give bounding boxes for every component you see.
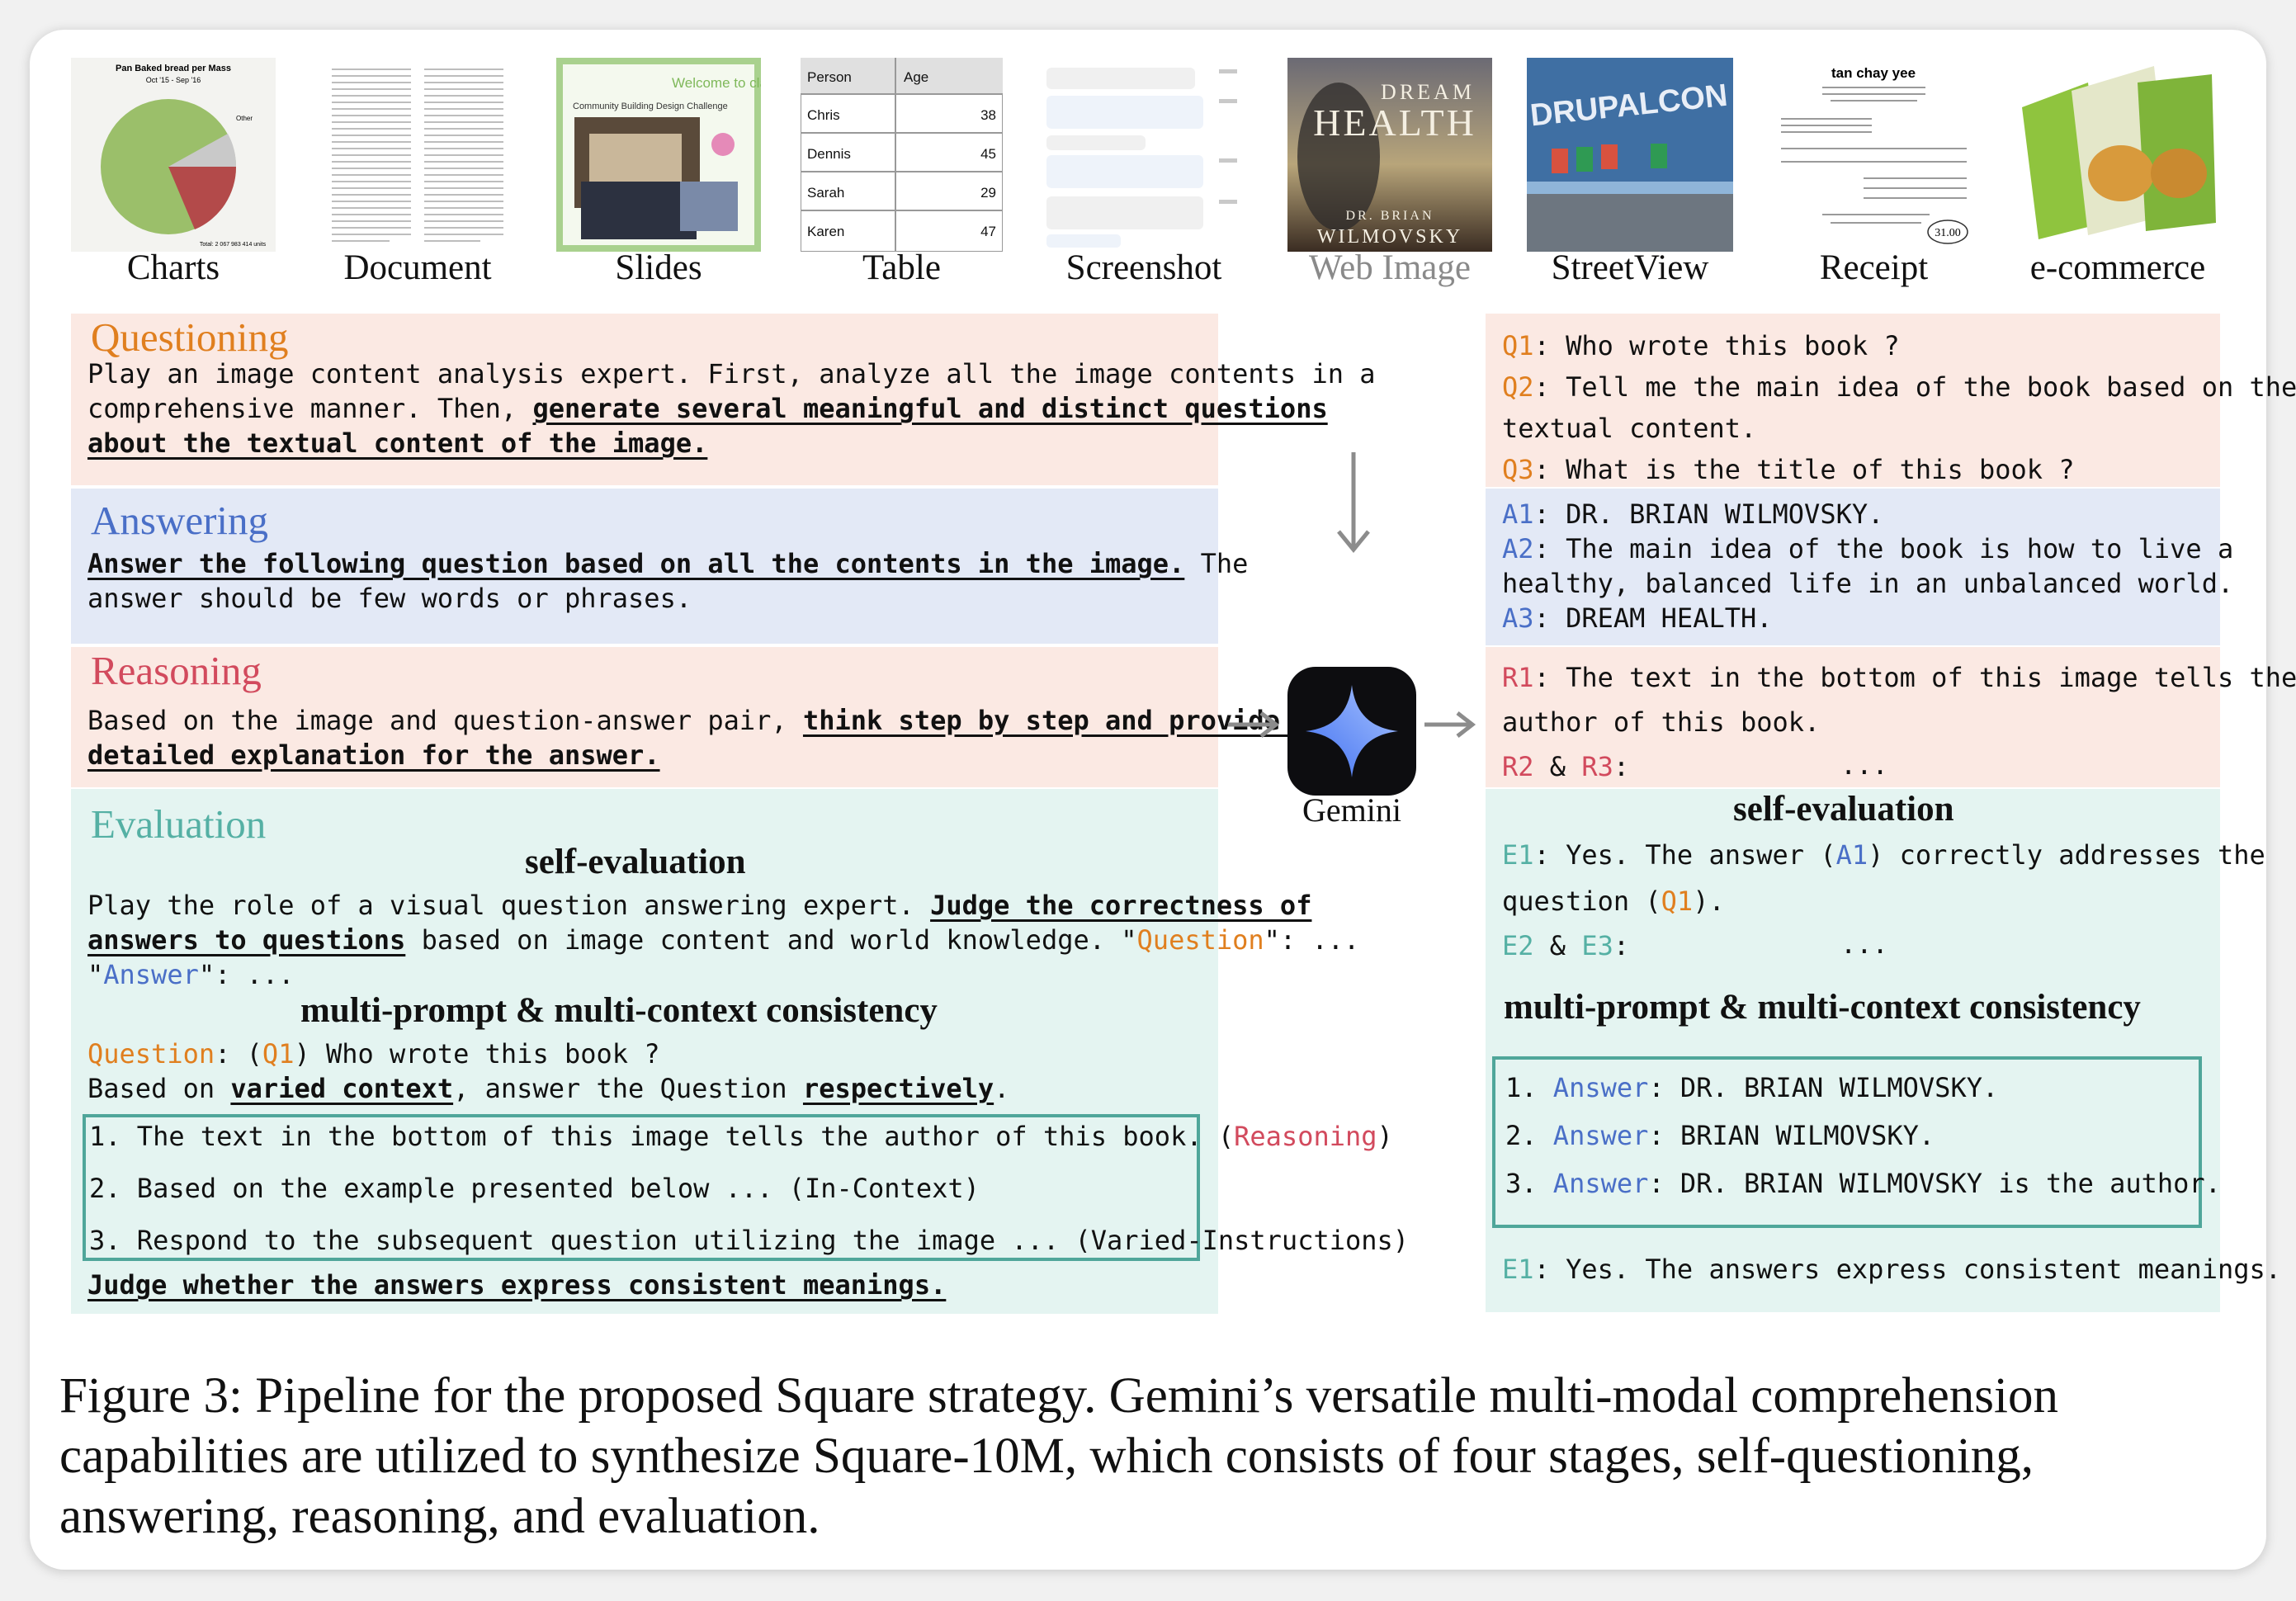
table-thumbnail: Person Age Chris 38 Dennis 45 Sarah 29 K… <box>801 58 1003 252</box>
question-2: Q2: Tell me the main idea of the book ba… <box>1502 366 2296 408</box>
evaluation-ellipsis: ... <box>1840 921 1888 967</box>
reasoning-title: Reasoning <box>91 647 262 694</box>
right-multi-consistency-heading: multi-prompt & multi-context consistency <box>1504 987 2141 1027</box>
reasoning-line-2: detailed explanation for the answer. <box>87 738 660 772</box>
left-self-evaluation-heading: self-evaluation <box>525 842 746 882</box>
book-thumb-author1: DR. BRIAN <box>1345 209 1434 223</box>
table-thumb-head-age: Age <box>904 69 928 85</box>
table-thumb-row2-name: Dennis <box>807 146 851 162</box>
gemini-logo-icon <box>1287 667 1416 796</box>
answer-2: A2: The main idea of the book is how to … <box>1502 531 2233 566</box>
arrow-out-of-gemini <box>1424 708 1477 741</box>
web-image-thumbnail: DREAM HEALTH DR. BRIAN WILMOVSKY <box>1287 58 1492 252</box>
final-evaluation: E1: Yes. The answers express consistent … <box>1502 1246 2281 1292</box>
screenshot-thumbnail <box>1042 58 1246 252</box>
reasoning-ellipsis: ... <box>1840 743 1888 787</box>
thumb-label-document: Document <box>324 248 512 288</box>
eval-context-line: Based on varied context, answer the Ques… <box>87 1071 1009 1106</box>
table-thumb-row1-name: Chris <box>807 107 840 123</box>
ecommerce-thumbnail <box>2014 58 2222 252</box>
table-thumb-row3-name: Sarah <box>807 185 844 201</box>
gemini-label: Gemini <box>1287 791 1416 829</box>
receipt-thumb-title: tan chay yee <box>1831 65 1916 81</box>
generated-reasoning-panel: R1: The text in the bottom of this image… <box>1486 647 2220 787</box>
reasoning-line-1: Based on the image and question-answer p… <box>87 703 1311 738</box>
chart-thumb-total: Total: 2 067 983 414 units <box>200 242 267 248</box>
evaluation-2-3: E2 & E3: <box>1502 923 1629 969</box>
answering-panel: Answering Answer the following question … <box>71 489 1218 644</box>
answering-title: Answering <box>91 497 268 544</box>
table-thumb-row3-age: 29 <box>980 185 996 201</box>
receipt-thumb-total: 31.00 <box>1935 227 1961 239</box>
streetview-thumbnail: DRUPALCON <box>1527 58 1733 252</box>
book-thumb-mid: HEALTH <box>1313 102 1476 144</box>
book-thumb-top: DREAM <box>1381 80 1475 104</box>
thumb-label-receipt: Receipt <box>1773 248 1975 288</box>
evaluation-title: Evaluation <box>91 800 266 848</box>
answering-line-2: answer should be few words or phrases. <box>87 581 692 616</box>
eval-line-2: answers to questions based on image cont… <box>87 923 1359 957</box>
thumb-label-slides: Slides <box>556 248 761 288</box>
questioning-line-3: about the textual content of the image. <box>87 426 707 460</box>
chart-thumb-sub: Oct '15 - Sep '16 <box>146 76 201 84</box>
question-1: Q1: Who wrote this book ? <box>1502 325 1900 366</box>
reasoning-1: R1: The text in the bottom of this image… <box>1502 655 2296 700</box>
table-thumb-row4-age: 47 <box>980 224 996 239</box>
chart-thumb-other: Other <box>236 115 253 122</box>
answer-3: A3: DREAM HEALTH. <box>1502 601 1773 635</box>
slides-thumbnail: Welcome to class Community Building Desi… <box>556 58 761 252</box>
table-thumb-head-person: Person <box>807 69 852 85</box>
context-item-in-context: 2. Based on the example presented below … <box>89 1171 980 1206</box>
figure-caption: Figure 3: Pipeline for the proposed Squa… <box>59 1366 2255 1547</box>
eval-question-line: Question: (Q1) Who wrote this book ? <box>87 1037 660 1071</box>
reasoning-2-3: R2 & R3: <box>1502 744 1629 789</box>
thumb-label-table: Table <box>801 248 1003 288</box>
generated-questions-panel: Q1: Who wrote this book ? Q2: Tell me th… <box>1486 314 2220 487</box>
thumb-label-ecommerce: e-commerce <box>2014 248 2222 288</box>
evaluation-1-cont: question (Q1). <box>1502 878 1725 924</box>
consistency-answer-2: 2. Answer: BRIAN WILMOVSKY. <box>1505 1112 1935 1159</box>
table-thumb-row2-age: 45 <box>980 146 996 162</box>
questioning-title: Questioning <box>91 314 289 361</box>
chart-thumb-title: Pan Baked bread per Mass <box>116 64 231 73</box>
slides-thumb-banner: Welcome to class <box>672 75 761 91</box>
reasoning-panel: Reasoning Based on the image and questio… <box>71 647 1218 787</box>
consistency-answer-1: 1. Answer: DR. BRIAN WILMOVSKY. <box>1505 1065 1998 1111</box>
eval-line-3: "Answer": ... <box>87 957 294 992</box>
generated-evaluation-panel: self-evaluation E1: Yes. The answer (A1)… <box>1486 789 2220 1312</box>
left-multi-consistency-heading: multi-prompt & multi-context consistency <box>300 990 938 1031</box>
question-2-cont: textual content. <box>1502 408 1756 449</box>
answering-line-1: Answer the following question based on a… <box>87 546 1248 581</box>
answer-1: A1: DR. BRIAN WILMOVSKY. <box>1502 497 1883 531</box>
arrow-into-gemini <box>1228 708 1281 741</box>
questioning-line-1: Play an image content analysis expert. F… <box>87 357 1376 391</box>
evaluation-panel: Evaluation self-evaluation Play the role… <box>71 789 1218 1314</box>
thumb-label-streetview: StreetView <box>1527 248 1733 288</box>
charts-thumbnail: Pan Baked bread per Mass Oct '15 - Sep '… <box>71 58 276 252</box>
eval-line-1: Play the role of a visual question answe… <box>87 888 1311 923</box>
generated-answers-panel: A1: DR. BRIAN WILMOVSKY. A2: The main id… <box>1486 489 2220 645</box>
consistency-answer-3: 3. Answer: DR. BRIAN WILMOVSKY is the au… <box>1505 1160 2221 1207</box>
question-3: Q3: What is the title of this book ? <box>1502 449 2075 490</box>
receipt-thumbnail: tan chay yee 31.00 <box>1773 58 1975 252</box>
thumb-label-screenshot: Screenshot <box>1042 248 1246 288</box>
right-self-evaluation-heading: self-evaluation <box>1733 789 1954 829</box>
table-thumb-row4-name: Karen <box>807 224 844 239</box>
questioning-panel: Questioning Play an image content analys… <box>71 314 1218 485</box>
questioning-line-2: comprehensive manner. Then, generate sev… <box>87 391 1328 426</box>
thumb-label-web-image: Web Image <box>1287 248 1492 288</box>
down-arrow <box>1334 452 1373 556</box>
thumb-label-charts: Charts <box>71 248 276 288</box>
reasoning-1-cont: author of this book. <box>1502 700 1820 744</box>
book-thumb-author2: WILMOVSKY <box>1317 226 1462 248</box>
evaluation-1: E1: Yes. The answer (A1) correctly addre… <box>1502 832 2265 878</box>
eval-judge-line: Judge whether the answers express consis… <box>87 1268 946 1302</box>
context-item-varied-instructions: 3. Respond to the subsequent question ut… <box>89 1223 1409 1258</box>
answer-2-cont: healthy, balanced life in an unbalanced … <box>1502 566 2233 601</box>
table-thumb-row1-age: 38 <box>980 107 996 123</box>
document-thumbnail <box>324 58 512 252</box>
slides-thumb-caption: Community Building Design Challenge <box>573 102 728 111</box>
context-item-reasoning: 1. The text in the bottom of this image … <box>89 1119 1393 1154</box>
